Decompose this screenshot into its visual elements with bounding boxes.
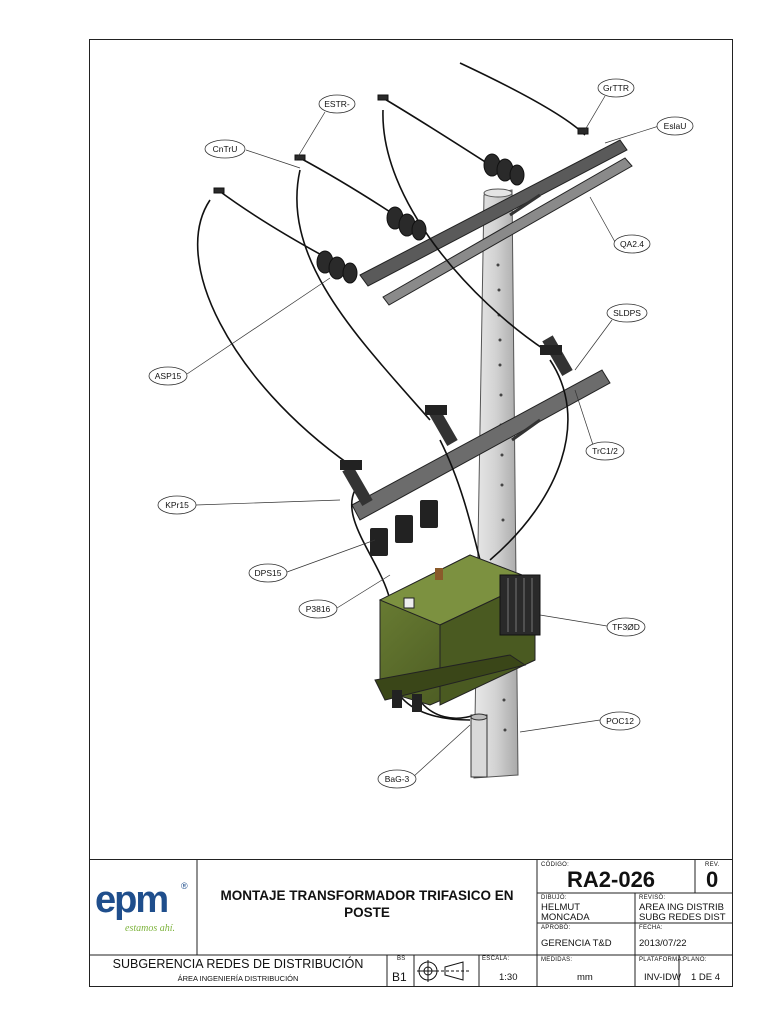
size-label: BS	[397, 956, 406, 962]
callout-poc12: POC12	[606, 716, 634, 726]
title-block-grid	[89, 859, 733, 987]
drawing-title: MONTAJE TRANSFORMADOR TRIFASICO EN POSTE	[197, 887, 537, 921]
lower-crossarm	[351, 369, 611, 521]
rev-value: 0	[706, 867, 719, 892]
callout-bubble	[298, 599, 338, 619]
callout-eslau: EslaU	[664, 121, 687, 131]
scale-label: ESCALA:	[482, 956, 510, 962]
callout-bubble	[599, 711, 641, 731]
upper-crossarm	[359, 139, 633, 306]
surge-arresters	[370, 500, 438, 556]
size-value: B1	[392, 970, 407, 984]
sheet-value: 1 DE 4	[691, 972, 721, 983]
concrete-pole	[473, 188, 519, 779]
callout-kpr15: KPr15	[165, 500, 189, 510]
sheet-label: PLANO:	[683, 957, 707, 963]
logo-tagline: estamos ahí.	[125, 923, 175, 934]
fuse-cutouts	[340, 335, 573, 506]
logo-wordmark: epm	[95, 879, 169, 921]
callout-dps15: DPS15	[255, 568, 282, 578]
callout-trc12: TrC1/2	[592, 446, 618, 456]
epm-logo: epm ® estamos ahí.	[93, 879, 193, 941]
department-name: SUBGERENCIA REDES DE DISTRIBUCIÓN	[112, 957, 364, 971]
callout-bubble	[606, 303, 648, 323]
callout-qa24: QA2.4	[620, 239, 644, 249]
reviewed-value-1: AREA ING DISTRIB	[639, 902, 724, 913]
rev-label: REV.	[705, 862, 720, 868]
projection-symbol-icon	[417, 960, 469, 982]
units-value: mm	[577, 972, 593, 983]
callout-bubble	[613, 234, 651, 254]
insulators	[213, 94, 589, 284]
callout-p3816: P3816	[306, 604, 331, 614]
drawn-value-2: MONCADA	[541, 912, 590, 923]
drawn-value-1: HELMUT	[541, 902, 581, 913]
logo-registered-mark: ®	[181, 881, 188, 891]
callout-bubbles	[148, 78, 694, 789]
reviewed-label: REVISÓ:	[639, 895, 666, 901]
units-label: MEDIDAS:	[541, 957, 573, 963]
callout-bubble	[248, 563, 288, 583]
callout-bag3: BaG-3	[385, 774, 410, 784]
callout-sldps: SLDPS	[613, 308, 641, 318]
approved-value: GERENCIA T&D	[541, 938, 612, 949]
platform-label: PLATAFORMA:	[639, 957, 684, 963]
platform-value: INV-IDW	[644, 972, 681, 983]
scale-value: 1:30	[499, 972, 518, 983]
approved-label: APROBÓ:	[541, 925, 571, 931]
callout-asp15: ASP15	[155, 371, 182, 381]
callout-bubble	[148, 366, 188, 386]
date-value: 2013/07/22	[639, 938, 687, 949]
callout-bubble	[606, 617, 646, 637]
callout-bubble	[318, 94, 356, 114]
callout-leaders	[186, 95, 660, 778]
reviewed-value-2: SUBG REDES DIST	[639, 912, 726, 923]
drawn-label: DIBUJÓ:	[541, 895, 567, 901]
callout-estr: ESTR-	[324, 99, 350, 109]
code-label: CÓDIGO:	[541, 862, 570, 868]
callout-bubble	[585, 441, 625, 461]
callout-tf3od: TF3ØD	[612, 622, 640, 632]
callout-bubble	[377, 769, 417, 789]
drawing-title-line1: MONTAJE TRANSFORMADOR TRIFASICO EN	[220, 888, 514, 903]
callout-bubble	[204, 139, 246, 159]
callout-bubble	[157, 495, 197, 515]
callout-grttr: GrTTR	[603, 83, 629, 93]
code-value: RA2-026	[567, 867, 656, 892]
title-block: epm ® estamos ahí. MONTAJE TRANSFORMADOR…	[89, 859, 733, 987]
transformer	[374, 554, 541, 712]
conduit	[470, 713, 488, 778]
callout-bubble	[597, 78, 635, 98]
callout-bubble	[656, 116, 694, 136]
drawing-title-line2: POSTE	[344, 905, 390, 920]
callout-cntru: CnTrU	[213, 144, 238, 154]
area-name: ÁREA INGENIERÍA DISTRIBUCIÓN	[177, 974, 299, 983]
date-label: FECHA:	[639, 925, 663, 931]
